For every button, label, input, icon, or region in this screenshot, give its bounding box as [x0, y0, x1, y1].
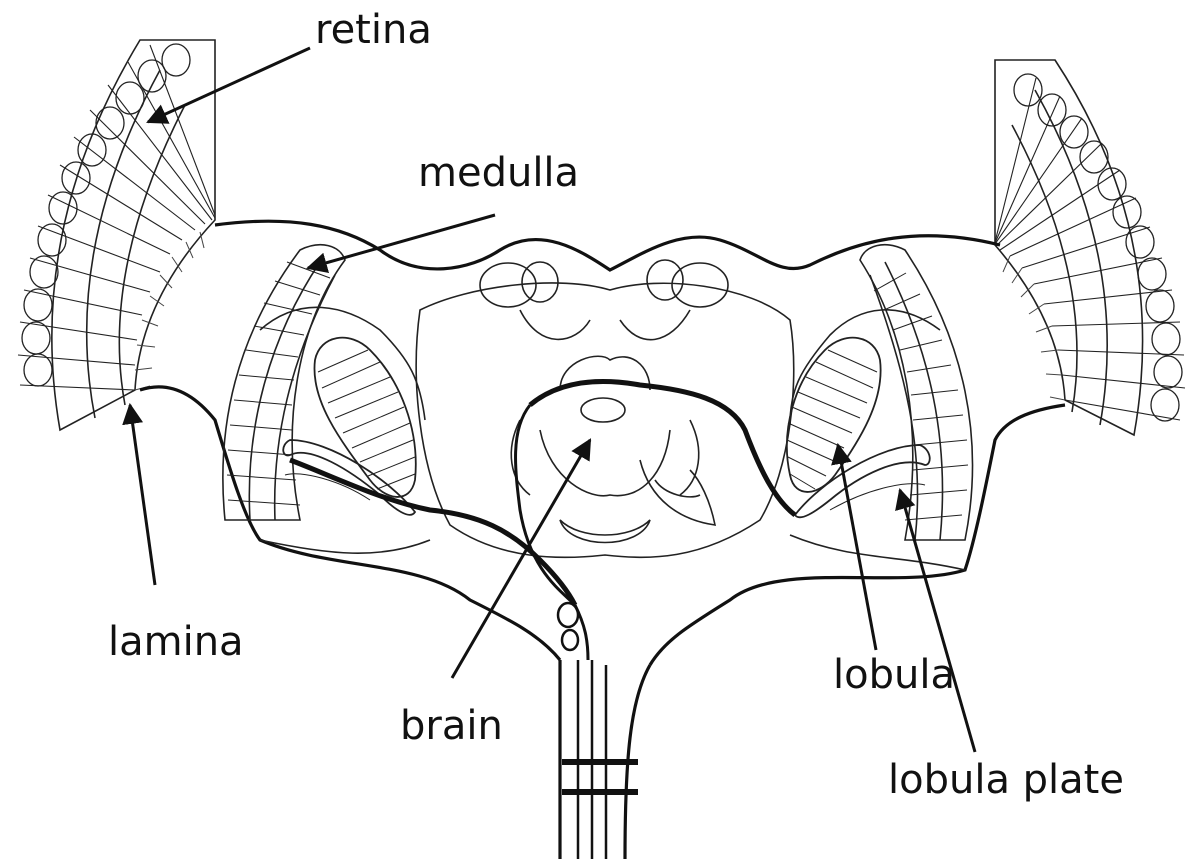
right-retina [995, 60, 1185, 435]
lobula-arrow [838, 445, 876, 650]
lamina-label: lamina [108, 622, 244, 662]
lamina-rays [135, 232, 1065, 400]
brain-label: brain [400, 706, 503, 746]
medulla-arrow [308, 215, 495, 268]
left-medulla [223, 245, 345, 520]
right-medulla [860, 245, 973, 540]
brain-arrow [452, 440, 590, 678]
medulla-label: medulla [418, 153, 579, 193]
retina-arrow [148, 48, 310, 122]
left-retina [18, 40, 215, 430]
lamina-arrow [130, 405, 155, 585]
lobula-plate-label: lobula plate [888, 760, 1124, 800]
retina-label: retina [315, 10, 432, 50]
lobula-label: lobula [833, 655, 955, 695]
left-lobula [314, 338, 415, 497]
right-lobula [787, 338, 881, 492]
central-brain [260, 260, 965, 570]
lobula-plate-arrow [900, 490, 975, 752]
